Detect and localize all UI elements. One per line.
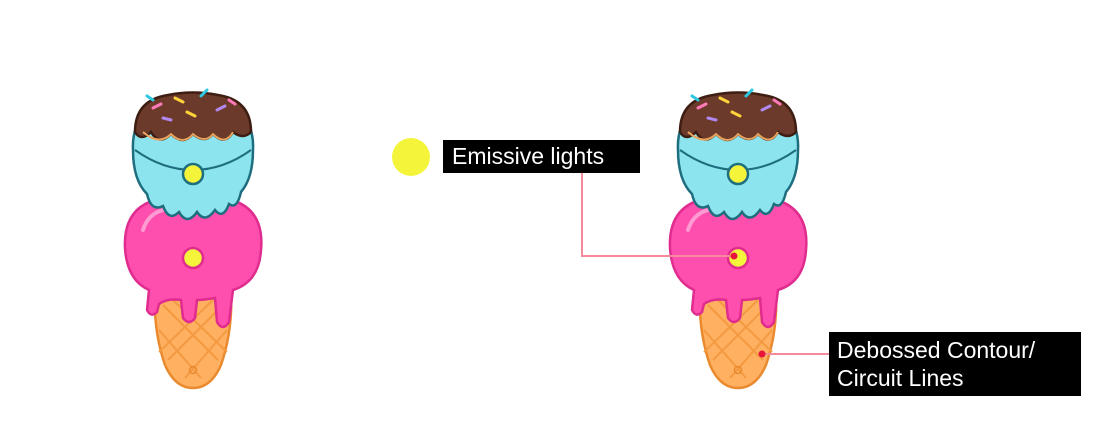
emissive-lights-label: Emissive lights [443,140,640,173]
debossed-callout-dot [758,350,766,358]
emissive-lights-text: Emissive lights [452,143,605,169]
debossed-lines-text-2: Circuit Lines [837,365,964,391]
emissive-swatch [392,138,430,176]
ice-cream-left [122,88,264,390]
debossed-lines-label: Debossed Contour/ Circuit Lines [829,332,1081,396]
emissive-callout-dot [730,252,738,260]
ice-cream-right [667,88,809,390]
emissive-callout-line [581,173,736,257]
debossed-lines-text-1: Debossed Contour/ [837,337,1036,363]
